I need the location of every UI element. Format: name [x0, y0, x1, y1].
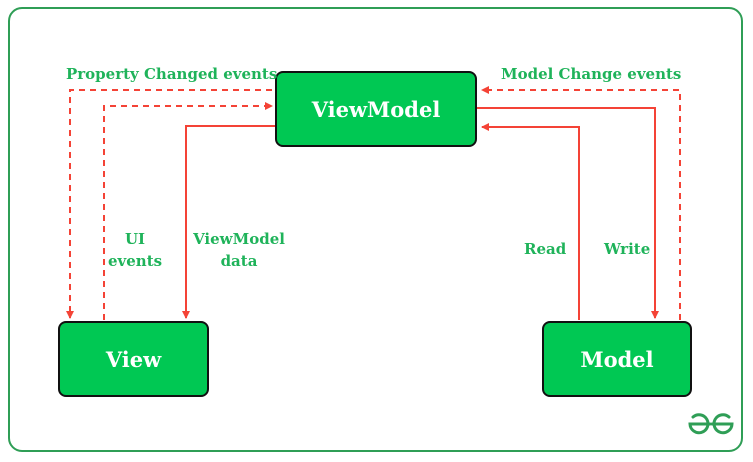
geeksforgeeks-logo — [688, 413, 734, 435]
edge-read — [481, 123, 580, 320]
model-node: Model — [542, 321, 692, 397]
model-label: Model — [580, 346, 654, 372]
viewmodel-label: ViewModel — [311, 96, 441, 122]
diagram-frame — [8, 7, 743, 452]
view-node: View — [58, 321, 209, 397]
edge-write — [477, 107, 659, 319]
edge-ui-events — [103, 102, 273, 320]
property-changed-events-label: Property Changed events — [66, 65, 278, 83]
write-label: Write — [604, 240, 651, 258]
ui-events-label: UI events — [108, 230, 163, 270]
model-change-events-label: Model Change events — [501, 65, 682, 83]
read-label: Read — [524, 240, 567, 258]
viewmodel-data-label: ViewModel data — [193, 230, 285, 270]
edge-property-changed — [66, 89, 272, 319]
edge-model-change — [481, 86, 681, 320]
edge-viewmodel-data — [182, 125, 275, 319]
view-label: View — [105, 346, 162, 372]
viewmodel-node: ViewModel — [275, 71, 477, 147]
